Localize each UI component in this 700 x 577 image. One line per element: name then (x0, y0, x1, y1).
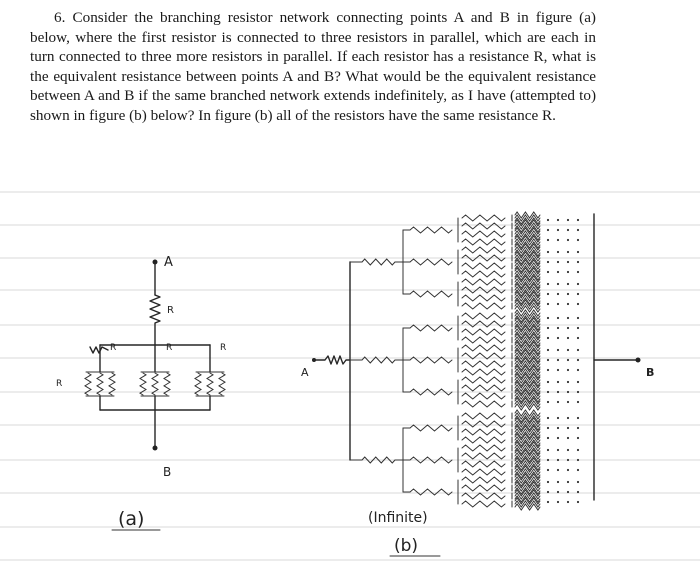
infinite-resistor-tree (349, 211, 580, 511)
fig-a-caption: (a) (118, 508, 144, 530)
fig-a-label-a: A (164, 255, 173, 270)
fig-a-label-r-left: R (56, 379, 62, 389)
fig-a-label-r-top: R (167, 305, 174, 316)
fig-a-label-r3: R (220, 343, 226, 353)
fig-a-label-r2: R (166, 343, 172, 353)
figure-a: A R R R R R B (a) (56, 255, 226, 531)
fig-b-label-b: B (646, 366, 654, 379)
fig-a-label-b: B (163, 465, 171, 479)
figure-b: A B (Infinite) (b) (301, 211, 654, 557)
fig-b-caption-note: (Infinite) (368, 510, 428, 526)
fig-b-label-a: A (301, 366, 309, 379)
fig-a-label-r1: R (110, 343, 116, 353)
fig-b-caption: (b) (394, 536, 418, 556)
problem-statement: 6. Consider the branching resistor netwo… (30, 8, 596, 126)
problem-text: Consider the branching resistor network … (30, 9, 596, 124)
problem-number: 6. (54, 9, 66, 26)
